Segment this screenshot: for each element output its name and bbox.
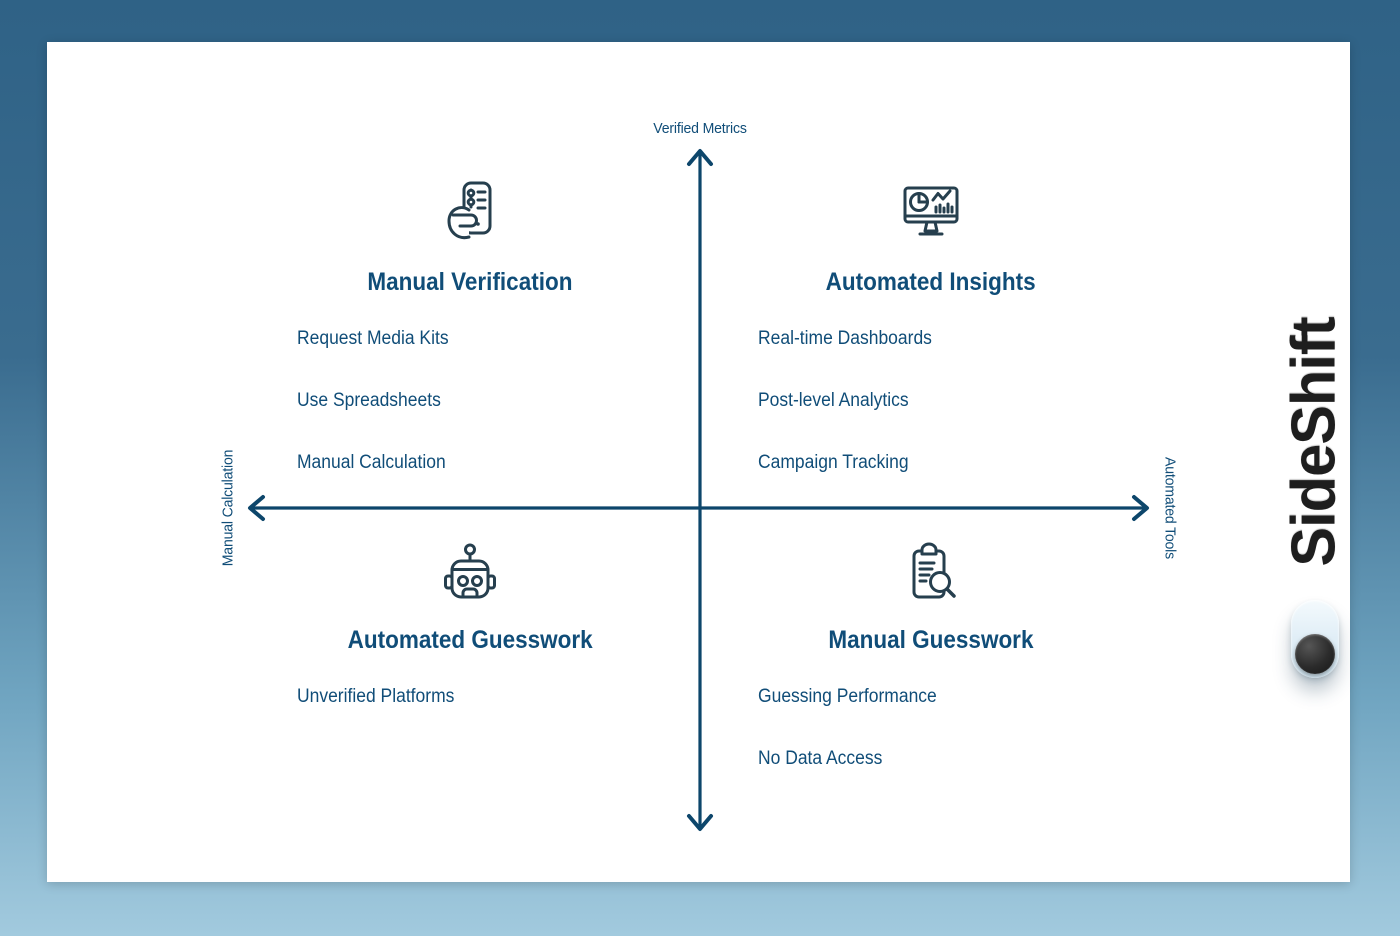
quadrant-item: No Data Access bbox=[758, 748, 883, 769]
quadrant-item: Unverified Platforms bbox=[297, 686, 455, 707]
arrow-up-icon bbox=[687, 149, 713, 166]
quadrant-item: Guessing Performance bbox=[758, 686, 937, 707]
quadrant-axes bbox=[248, 149, 1149, 831]
quadrant-title: Manual Guesswork bbox=[828, 626, 1034, 654]
robot-icon bbox=[438, 542, 502, 606]
arrow-left-icon bbox=[248, 495, 265, 521]
axis-label-verified-metrics: Verified Metrics bbox=[653, 120, 747, 137]
quadrant-item: Campaign Tracking bbox=[758, 452, 909, 473]
toggle-knob bbox=[1295, 634, 1335, 674]
quadrant-item: Manual Calculation bbox=[297, 452, 446, 473]
brand-logo-text: SideShift bbox=[1279, 317, 1349, 567]
clipboard-search-icon bbox=[899, 542, 963, 606]
quadrant-item: Post-level Analytics bbox=[758, 390, 909, 411]
quadrant-title: Automated Insights bbox=[825, 268, 1037, 296]
axis-label-automated-tools: Automated Tools bbox=[1161, 457, 1179, 559]
arrow-right-icon bbox=[1132, 495, 1149, 521]
quadrant-manual-verification: Manual Verification Request Media Kits U… bbox=[297, 180, 643, 475]
quadrant-item: Real-time Dashboards bbox=[758, 328, 932, 349]
quadrant-automated-insights: Automated Insights Real-time Dashboards … bbox=[758, 180, 1104, 475]
arrow-down-icon bbox=[687, 814, 713, 831]
quadrant-item: Use Spreadsheets bbox=[297, 390, 441, 411]
brand-toggle-logo bbox=[1291, 600, 1339, 678]
quadrant-title: Automated Guesswork bbox=[347, 626, 593, 654]
quadrant-item-list: Guessing Performance No Data Access bbox=[758, 685, 1104, 771]
axis-label-manual-calculation: Manual Calculation bbox=[219, 449, 237, 567]
matrix-card: Verified Metrics Manual Calculation Auto… bbox=[47, 42, 1350, 882]
quadrant-item-list: Request Media Kits Use Spreadsheets Manu… bbox=[297, 327, 643, 475]
quadrant-automated-guesswork: Automated Guesswork Unverified Platforms bbox=[297, 542, 643, 709]
quadrant-item-list: Real-time Dashboards Post-level Analytic… bbox=[758, 327, 1104, 475]
quadrant-item: Request Media Kits bbox=[297, 328, 449, 349]
quadrant-title: Manual Verification bbox=[367, 268, 573, 296]
dashboard-monitor-icon bbox=[899, 180, 963, 244]
quadrant-manual-guesswork: Manual Guesswork Guessing Performance No… bbox=[758, 542, 1104, 771]
hand-checklist-icon bbox=[438, 180, 502, 244]
quadrant-item-list: Unverified Platforms bbox=[297, 685, 643, 709]
